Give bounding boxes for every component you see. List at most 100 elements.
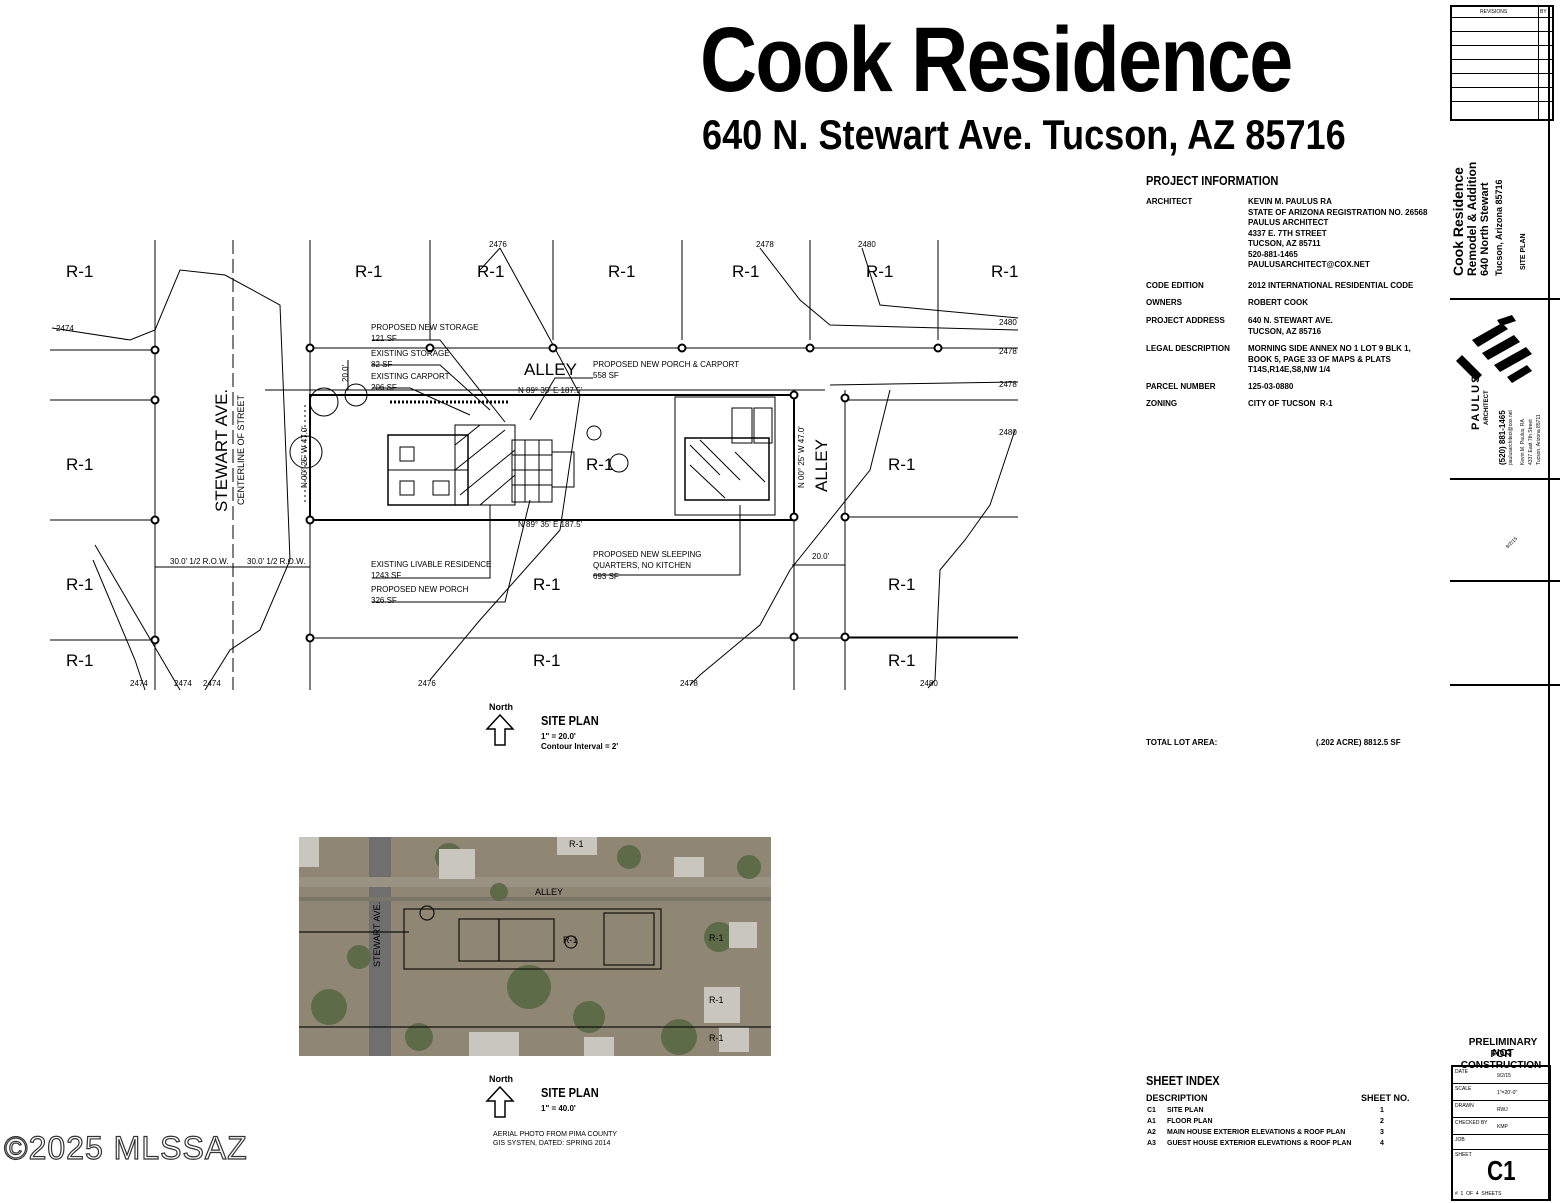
sheet-code: A1 <box>1147 1118 1156 1125</box>
pi-label: CODE EDITION <box>1146 281 1204 290</box>
aerial-street-label: STEWART AVE. <box>372 901 382 967</box>
tb-firm-addr-3: Tucson, Arizona 85711 <box>1536 414 1542 465</box>
tb-firm-addr-1: Kevin M. Paulus, RA <box>1520 419 1526 465</box>
label-porch-new: PROPOSED NEW PORCH <box>371 585 469 594</box>
label-row: 30.0' 1/2 R.O.W. <box>247 557 306 566</box>
tb-field-value: 1"=20'-0" <box>1497 1090 1518 1096</box>
zone-label: R-1 <box>991 262 1019 281</box>
zone-label: R-1 <box>608 262 636 281</box>
sheet-code: A3 <box>1147 1140 1156 1147</box>
label-bearing-north: N 89° 35' E 187.5' <box>518 386 583 395</box>
zone-label: R-1 <box>355 262 383 281</box>
tb-preliminary-1: PRELIMINARY NOT <box>1468 1037 1538 1059</box>
tree-symbol <box>344 383 368 407</box>
label-sleeping-sf: 693 SF <box>593 572 619 581</box>
pi-value: CITY OF TUCSON R-1 <box>1248 399 1333 408</box>
north-arrow-icon <box>485 1085 515 1118</box>
zone-label: R-1 <box>66 575 94 594</box>
aerial-zone-label: R-1 <box>563 935 578 945</box>
zone-label: R-1 <box>866 262 894 281</box>
drawing-address: 640 N. Stewart Ave. Tucson, AZ 85716 <box>702 111 1346 158</box>
drawing-title: Cook Residence <box>700 9 1293 111</box>
label-row: 30.0' 1/2 R.O.W. <box>170 557 229 566</box>
tb-field-label: CHECKED BY <box>1455 1120 1488 1126</box>
mls-watermark: ©2025 MLSSAZ <box>3 1129 248 1166</box>
pi-label: ARCHITECT <box>1146 197 1193 206</box>
room-1 <box>399 446 415 462</box>
label-storage-exist: EXISTING STORAGE <box>371 349 450 358</box>
label-sleeping-2: QUARTERS, NO KITCHEN <box>593 561 692 570</box>
zone-label: R-1 <box>888 575 916 594</box>
proposed-porch <box>454 424 516 506</box>
zone-label: R-1 <box>533 651 561 670</box>
room-3 <box>432 480 450 496</box>
pi-value: 640 N. STEWART AVE. TUCSON, AZ 85716 <box>1248 316 1333 336</box>
sheet-no: 2 <box>1380 1118 1384 1125</box>
contour-label: 2478 <box>999 347 1017 356</box>
pi-label: ZONING <box>1146 399 1178 408</box>
sheet-no: 4 <box>1380 1140 1384 1147</box>
pi-label: PARCEL NUMBER <box>1146 382 1216 391</box>
aerial-plan-title: SITE PLAN <box>541 1085 599 1100</box>
north-arrow-icon <box>485 713 515 746</box>
contour-label: 2480 <box>858 240 876 249</box>
revisions-by-header: BY <box>1540 9 1547 15</box>
contour-label: 2478 <box>680 679 698 688</box>
tb-firm-sub: ARCHITECT <box>1484 390 1490 425</box>
street-label: STEWART AVE. <box>212 388 231 512</box>
aerial-zone-label: R-1 <box>709 1033 724 1043</box>
sheet-desc: MAIN HOUSE EXTERIOR ELEVATIONS & ROOF PL… <box>1167 1129 1346 1136</box>
tb-firm-addr-2: 4337 East 7th Street <box>1528 419 1534 465</box>
total-lot-area-label: TOTAL LOT AREA: <box>1146 738 1218 747</box>
tb-fields: DATE 9/2/15 SCALE 1"=20'-0" DRAWN RWJ CH… <box>1451 1065 1551 1201</box>
sheet-desc: GUEST HOUSE EXTERIOR ELEVATIONS & ROOF P… <box>1167 1140 1352 1147</box>
sheet-code: A2 <box>1147 1129 1156 1136</box>
tb-field-label: DRAWN <box>1455 1103 1474 1109</box>
tree-symbol <box>609 453 629 473</box>
label-storage-exist-sf: 82 SF <box>371 360 393 369</box>
label-bearing-west: N 00° 25' W 47.0' <box>300 426 309 488</box>
total-lot-area-value: (.202 ACRE) 8812.5 SF <box>1316 738 1401 747</box>
tb-sheet-of: # 1 OF 4 SHEETS <box>1455 1191 1502 1197</box>
site-plan-title: SITE PLAN <box>541 713 599 728</box>
zone-label: R-1 <box>66 262 94 281</box>
label-bearing-east: N 00° 25' W 47.0' <box>797 426 806 488</box>
aerial-zone-label: R-1 <box>709 933 724 943</box>
room-2 <box>399 480 415 496</box>
contour-label: 2474 <box>130 679 148 688</box>
contour-label: 2476 <box>418 679 436 688</box>
label-dim-20: 20.0' <box>812 552 830 561</box>
contour-label: 2474 <box>203 679 221 688</box>
tb-field-value: 9/2/15 <box>1497 1073 1511 1079</box>
tb-project-1: Cook Residence <box>1450 167 1466 276</box>
tb-phone: (520) 881-1465 <box>1498 410 1507 465</box>
pi-label: LEGAL DESCRIPTION <box>1146 344 1230 353</box>
contour-label: 2474 <box>174 679 192 688</box>
zone-label: R-1 <box>586 455 614 474</box>
north-label: North <box>489 702 513 712</box>
tb-field-label: SCALE <box>1455 1086 1472 1092</box>
stoop <box>551 451 575 488</box>
pi-value: 2012 INTERNATIONAL RESIDENTIAL CODE <box>1248 281 1414 290</box>
label-residence: EXISTING LIVABLE RESIDENCE <box>371 560 492 569</box>
sheet-code: C1 <box>1147 1107 1156 1114</box>
tb-project-2: Remodel & Addition <box>1465 161 1479 276</box>
pi-value: ROBERT COOK <box>1248 298 1308 307</box>
sheet-no: 3 <box>1380 1129 1384 1136</box>
zone-label: R-1 <box>66 455 94 474</box>
aerial-north-label: North <box>489 1074 513 1084</box>
label-storage-new: PROPOSED NEW STORAGE <box>371 323 479 332</box>
tb-field-label: DATE <box>1455 1069 1468 1075</box>
tb-field-label: JOB <box>1455 1137 1465 1143</box>
stair-grid <box>511 439 553 503</box>
tb-project-3: 640 North Stewart <box>1479 182 1491 276</box>
car-1 <box>731 407 753 444</box>
tb-sheet-label: SHEET <box>1455 1152 1472 1158</box>
label-porch-carport-sf: 558 SF <box>593 371 619 380</box>
contour-label: 2476 <box>489 240 507 249</box>
label-bearing-south: N 89° 35' E 187.5' <box>518 520 583 529</box>
pi-value: 125-03-0880 <box>1248 382 1294 391</box>
porch-carport <box>674 396 776 516</box>
site-plan-contour: Contour Interval = 2' <box>541 742 619 751</box>
car-2 <box>753 407 773 444</box>
